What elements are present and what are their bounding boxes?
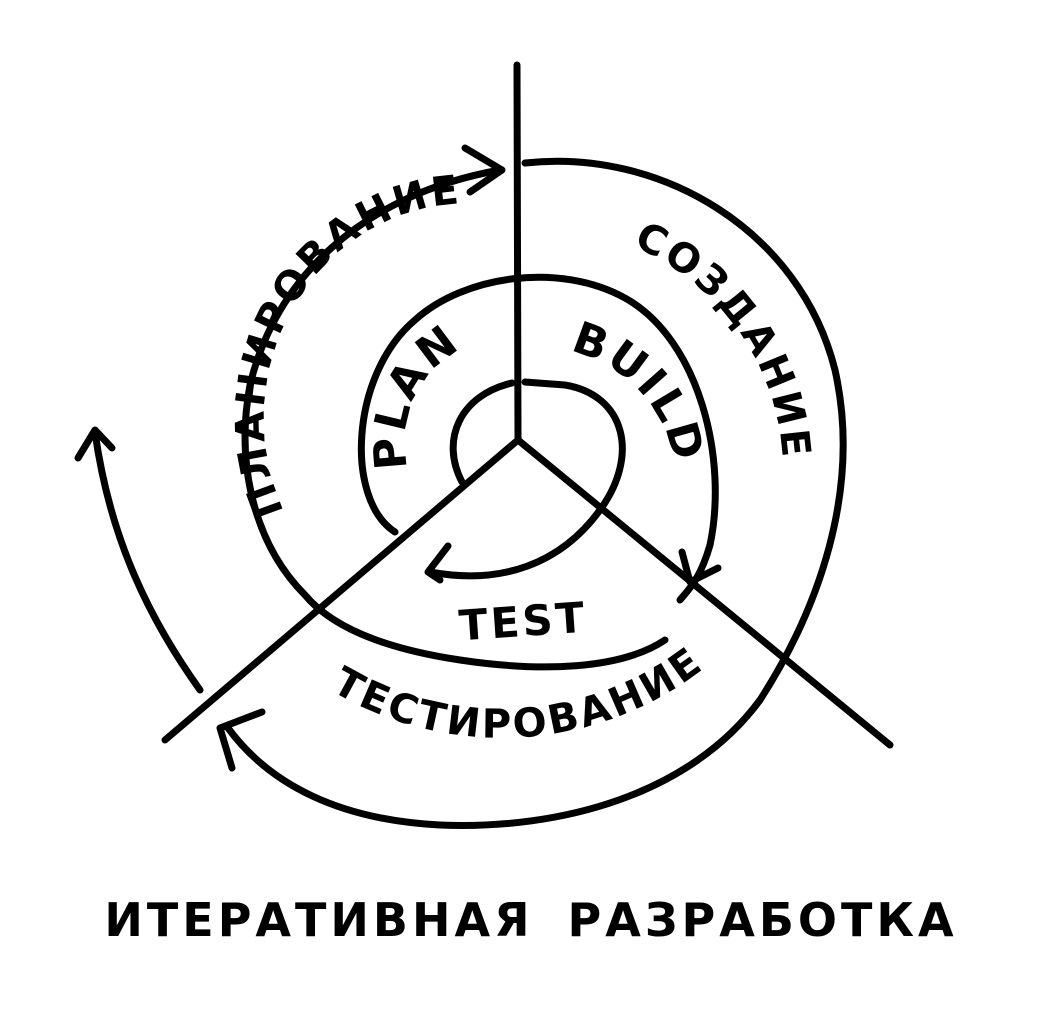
next-iteration-arrow-icon: [74, 426, 116, 462]
spiral-line: [224, 157, 847, 829]
test-label: TEST: [457, 593, 588, 651]
diagram-caption: ИТЕРАТИВНАЯ РАЗРАБОТКА: [104, 893, 958, 947]
planning-arrow-icon: [461, 144, 506, 196]
creation-arrow-icon: [678, 548, 722, 586]
testing-label: ТЕСТИРОВАНИЕ: [326, 638, 712, 748]
right-divider-line: [514, 436, 894, 749]
test-arrow-icon: [424, 542, 452, 584]
vertical-divider-line: [513, 61, 522, 444]
next-iteration-arrow-line: [91, 428, 204, 694]
left-divider-line: [161, 436, 522, 744]
testing-arrow-icon: [216, 708, 266, 772]
